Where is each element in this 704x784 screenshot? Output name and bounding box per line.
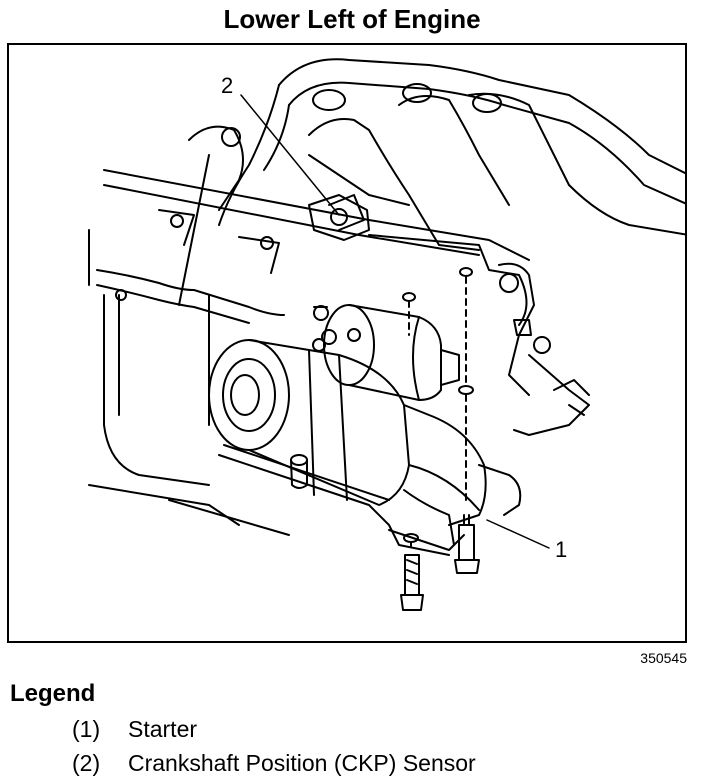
legend-item-ckp-sensor: (2) Crankshaft Position (CKP) Sensor: [72, 750, 476, 777]
figure-id: 350545: [640, 650, 687, 666]
legend-item-label: Starter: [128, 716, 198, 742]
legend-item-starter: (1) Starter: [72, 716, 197, 743]
legend-heading: Legend: [10, 680, 96, 707]
callout-2: 2: [221, 73, 234, 98]
diagram-title: Lower Left of Engine: [223, 4, 481, 34]
starter-solenoid: [312, 304, 460, 401]
legend-item-number: (1): [72, 716, 101, 742]
callout-1: 1: [555, 537, 568, 562]
leader-line-2: [240, 94, 340, 216]
legend-item-number: (2): [72, 750, 101, 776]
starter-motor: [208, 339, 522, 556]
engine-illustration: 2 1: [7, 43, 687, 643]
legend-item-label: Crankshaft Position (CKP) Sensor: [128, 750, 476, 776]
leader-line-1: [486, 519, 550, 549]
mounting-bracket: [498, 262, 590, 436]
mounting-bolts: [400, 267, 480, 611]
exhaust-manifold: [278, 58, 685, 251]
ckp-sensor: [218, 84, 365, 231]
